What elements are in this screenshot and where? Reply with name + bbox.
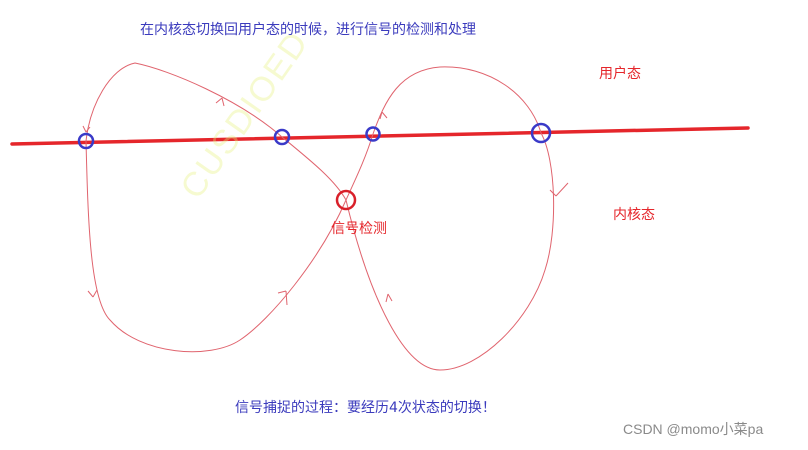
top-caption: 在内核态切换回用户态的时候，进行信号的检测和处理: [140, 22, 476, 38]
signal-check-label: 信号检测: [331, 221, 387, 237]
left-lower-curve: [85, 140, 347, 353]
kernel-to-check-curve: [281, 136, 347, 201]
check-to-user-curve: [345, 133, 374, 201]
user-mode-label: 用户态: [599, 66, 641, 82]
transition-circle-2: [273, 128, 291, 146]
bottom-caption: 信号捕捉的过程：要经历4次状态的切换！: [235, 400, 496, 416]
arrow-icon: [385, 293, 393, 303]
arrow-icon: [277, 290, 288, 306]
left-upper-curve: [85, 62, 283, 142]
csdn-watermark: CSDN @momo小菜pa: [623, 421, 764, 437]
arrow-icon: [215, 97, 225, 107]
arrow-icon: [379, 111, 388, 120]
transition-circle-1: [77, 132, 95, 150]
arrow-icon: [549, 182, 569, 197]
arrow-icon: [87, 289, 98, 298]
signal-check-circle: [335, 189, 357, 211]
transition-circle-3: [365, 126, 381, 142]
kernel-mode-label: 内核态: [613, 207, 655, 223]
right-lower-curve: [345, 132, 555, 371]
arrow-icon: [82, 125, 91, 133]
right-upper-curve: [372, 66, 542, 135]
transition-circle-4: [530, 122, 552, 144]
